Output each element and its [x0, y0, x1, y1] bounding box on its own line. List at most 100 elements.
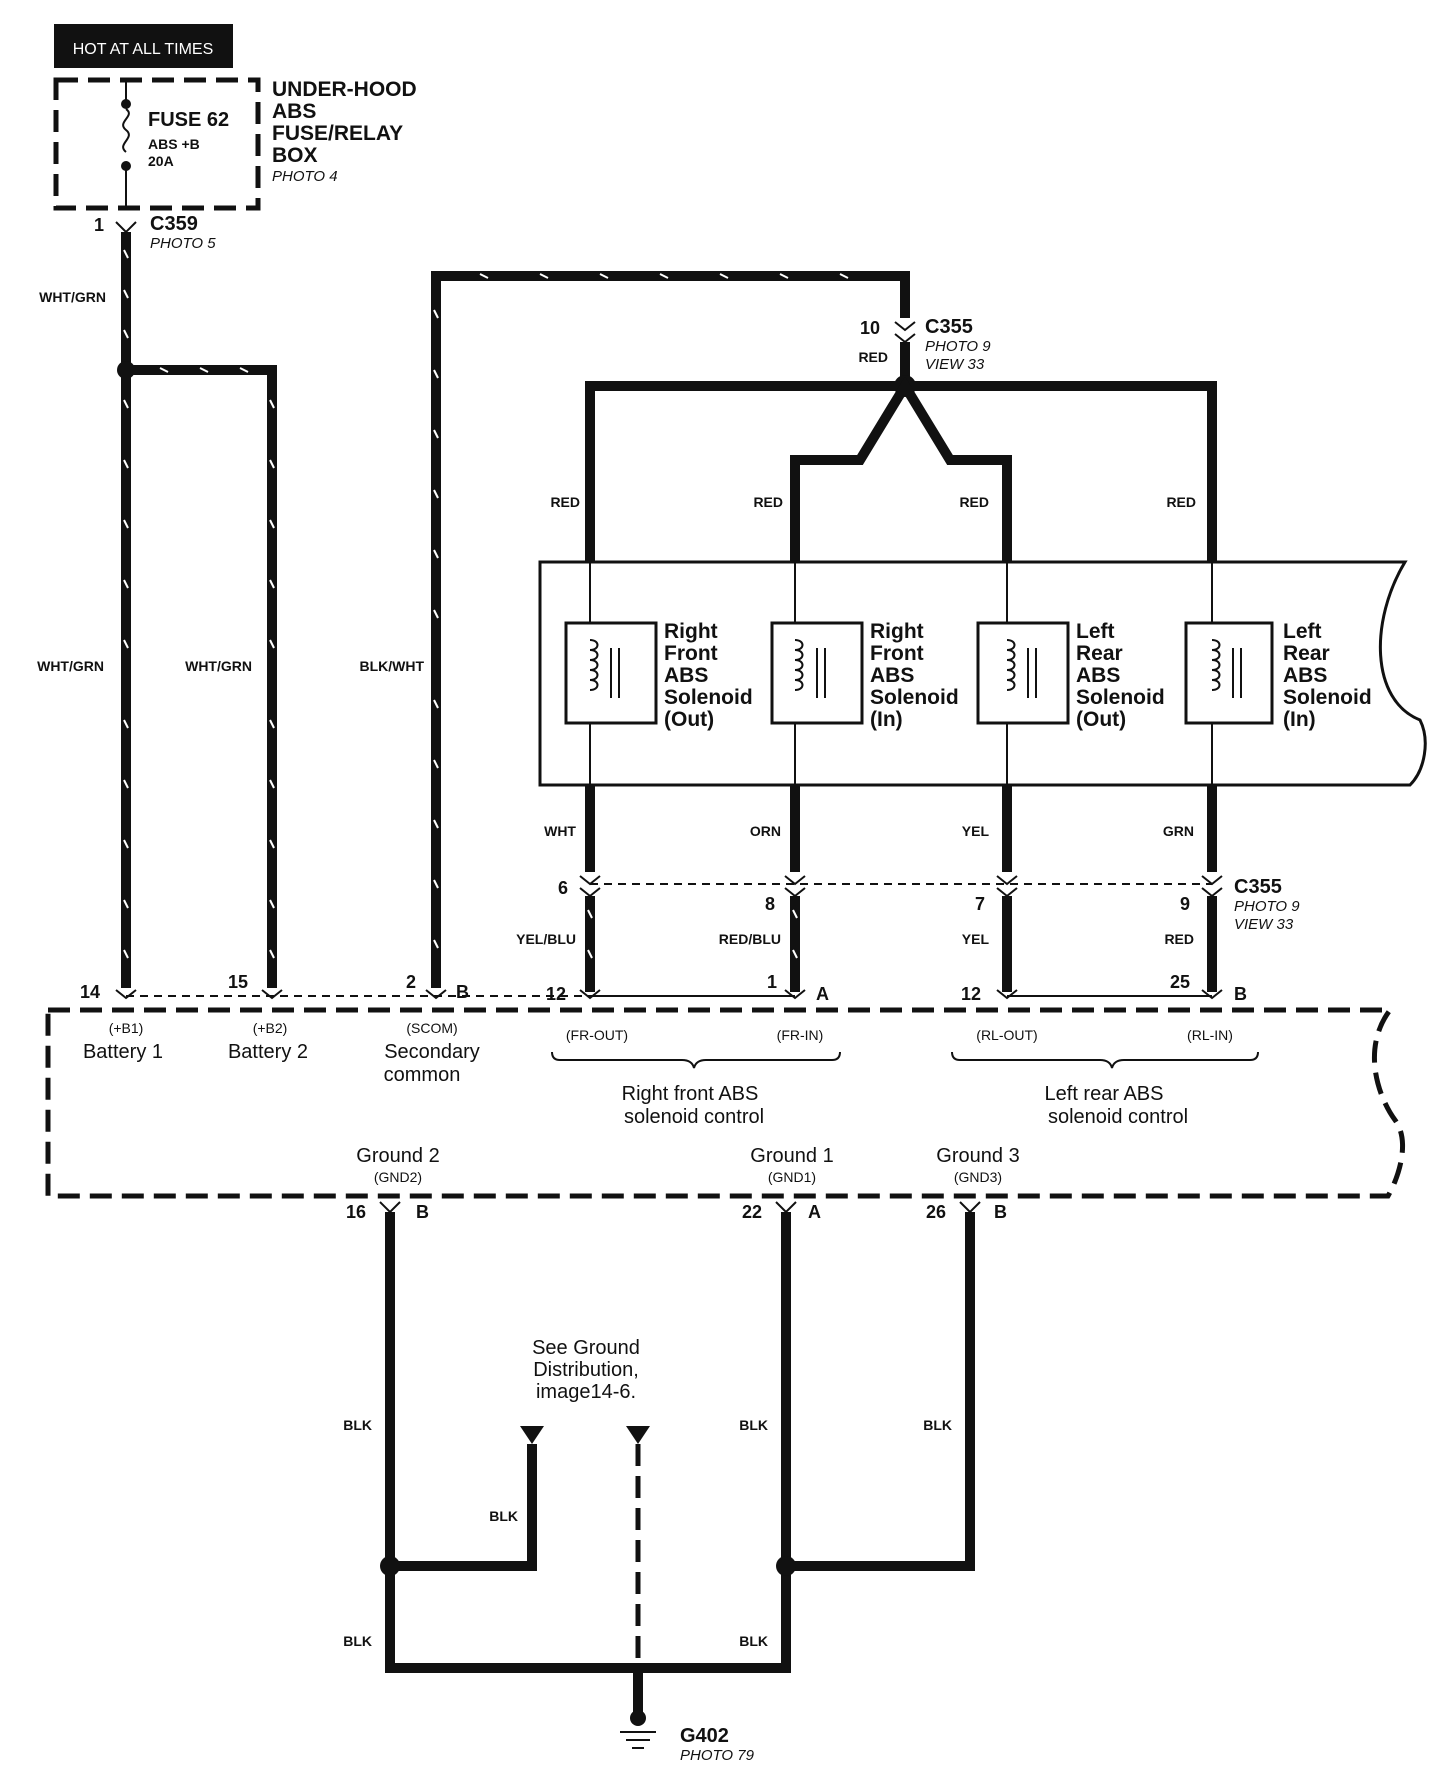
- wire-label-wht: WHT: [544, 823, 576, 839]
- fuse-symbol: [122, 108, 130, 153]
- hot-label: HOT AT ALL TIMES: [73, 41, 214, 58]
- c355-top-symbol-upper: [894, 321, 916, 332]
- sol1-line5: (Out): [664, 708, 714, 731]
- c355-bottom-symbols: [579, 875, 1223, 898]
- hot-label-box: [54, 24, 233, 68]
- fuse-desc: ABS +B: [148, 136, 200, 152]
- sol2-line5: (In): [870, 708, 903, 731]
- wire-blk-branch: [390, 1444, 537, 1571]
- c355-pin-9: 9: [1180, 894, 1190, 914]
- wire-label-red-2: RED: [753, 494, 783, 510]
- sol4-line5: (In): [1283, 708, 1316, 731]
- sol1-line3: ABS: [664, 664, 708, 687]
- sol4-line4: Solenoid: [1283, 686, 1372, 709]
- c355-pin-8: 8: [765, 894, 775, 914]
- fuse-terminal-top: [121, 99, 131, 109]
- c355-bottom-name: C355: [1234, 876, 1282, 898]
- ground-dist-arrow-right: [626, 1426, 650, 1444]
- fuse-box-title-4: BOX: [272, 144, 318, 167]
- c355-bottom-photo: PHOTO 9: [1234, 898, 1300, 915]
- brace-right-front: [551, 1051, 841, 1069]
- conn-scom: B: [456, 982, 469, 1002]
- ground-pin-symbols: [379, 1201, 981, 1214]
- g402-name: G402: [680, 1725, 729, 1747]
- wire-blk-gnd2: [385, 1212, 643, 1712]
- wire-label-red-3: RED: [959, 494, 989, 510]
- code-rl-out: (RL-OUT): [976, 1027, 1037, 1043]
- fuse-box-title-2: ABS: [272, 100, 316, 123]
- wire-label-blk-low-right: BLK: [739, 1633, 768, 1649]
- c355-top-pin: 10: [860, 318, 880, 338]
- pin-fr-out: 12: [546, 984, 566, 1004]
- wire-label-orn: ORN: [750, 823, 781, 839]
- wire-label-grn: GRN: [1163, 823, 1194, 839]
- pin-b1: 14: [80, 982, 100, 1002]
- ground-symbol: [620, 1731, 656, 1749]
- solenoid-lr-out: [976, 621, 1070, 725]
- conn-fr-in: A: [816, 984, 829, 1004]
- fuse-box-title-3: FUSE/RELAY: [272, 122, 403, 145]
- g402-photo: PHOTO 79: [680, 1747, 755, 1764]
- sol2-line2: Front: [870, 642, 924, 665]
- pin-rl-in: 25: [1170, 972, 1190, 992]
- c359-pin: 1: [94, 215, 104, 235]
- code-b2: (+B2): [253, 1020, 288, 1036]
- wire-label-yel: YEL: [962, 823, 990, 839]
- splice-gnd-left: [380, 1556, 400, 1576]
- sol4-line1: Left: [1283, 620, 1322, 643]
- c355-top-symbol-lower: [894, 333, 916, 344]
- wire-label-blk-g3: BLK: [923, 1417, 952, 1433]
- sol1-line1: Right: [664, 620, 718, 643]
- wire-label-blk-g1: BLK: [739, 1417, 768, 1433]
- sol2-line4: Solenoid: [870, 686, 959, 709]
- name-scom-2: common: [384, 1064, 461, 1086]
- splice-gnd-right: [776, 1556, 796, 1576]
- pin-fr-in: 1: [767, 972, 777, 992]
- wire-label-blk-low-left: BLK: [343, 1633, 372, 1649]
- solenoid-rf-in: [770, 621, 864, 725]
- solenoid-lr-in: [1184, 621, 1274, 725]
- sol3-line3: ABS: [1076, 664, 1120, 687]
- code-b1: (+B1): [109, 1020, 144, 1036]
- code-rl-in: (RL-IN): [1187, 1027, 1233, 1043]
- sol3-line2: Rear: [1076, 642, 1123, 665]
- wire-blk-gnd1: [638, 1212, 791, 1673]
- control-unit-outline: [45, 1007, 1405, 1199]
- wire-label-wht-grn-b1: WHT/GRN: [37, 658, 104, 674]
- wire-label-wht-grn-b2: WHT/GRN: [185, 658, 252, 674]
- c355-top-name: C355: [925, 316, 973, 338]
- fuse-box-outline: [53, 77, 261, 211]
- g402-point: [630, 1710, 646, 1726]
- group-lr-2: solenoid control: [1048, 1106, 1188, 1128]
- pin-rl-out: 12: [961, 984, 981, 1004]
- conn-gnd2: B: [416, 1202, 429, 1222]
- c355-bottom-view: VIEW 33: [1234, 916, 1294, 933]
- wire-label-blk-mid: BLK: [489, 1508, 518, 1524]
- c355-pin-7: 7: [975, 894, 985, 914]
- sol1-line4: Solenoid: [664, 686, 753, 709]
- name-b1: Battery 1: [83, 1041, 163, 1063]
- wire-label-red-1: RED: [550, 494, 580, 510]
- pin-gnd2: 16: [346, 1202, 366, 1222]
- wire-stripes-main: [123, 249, 129, 339]
- wire-label-blk-g2: BLK: [343, 1417, 372, 1433]
- pin-b2: 15: [228, 972, 248, 992]
- pin-scom: 2: [406, 972, 416, 992]
- name-scom-1: Secondary: [384, 1041, 480, 1063]
- fuse-rating: 20A: [148, 153, 174, 169]
- conn-gnd1: A: [808, 1202, 821, 1222]
- gnd2-name: Ground 2: [356, 1145, 439, 1167]
- conn-rl-in: B: [1234, 984, 1247, 1004]
- gnd3-code: (GND3): [954, 1169, 1002, 1185]
- wire-label-wht-grn-top: WHT/GRN: [39, 289, 106, 305]
- wire-blk-gnd3: [786, 1212, 975, 1571]
- name-b2: Battery 2: [228, 1041, 308, 1063]
- sol3-line1: Left: [1076, 620, 1115, 643]
- pin-gnd1: 22: [742, 1202, 762, 1222]
- ground-note-3: image14-6.: [536, 1381, 636, 1403]
- group-lr-1: Left rear ABS: [1045, 1083, 1164, 1105]
- sol3-line4: Solenoid: [1076, 686, 1165, 709]
- wire-wht-grn-b2: [126, 365, 277, 988]
- wire-label-red-blu: RED/BLU: [719, 931, 781, 947]
